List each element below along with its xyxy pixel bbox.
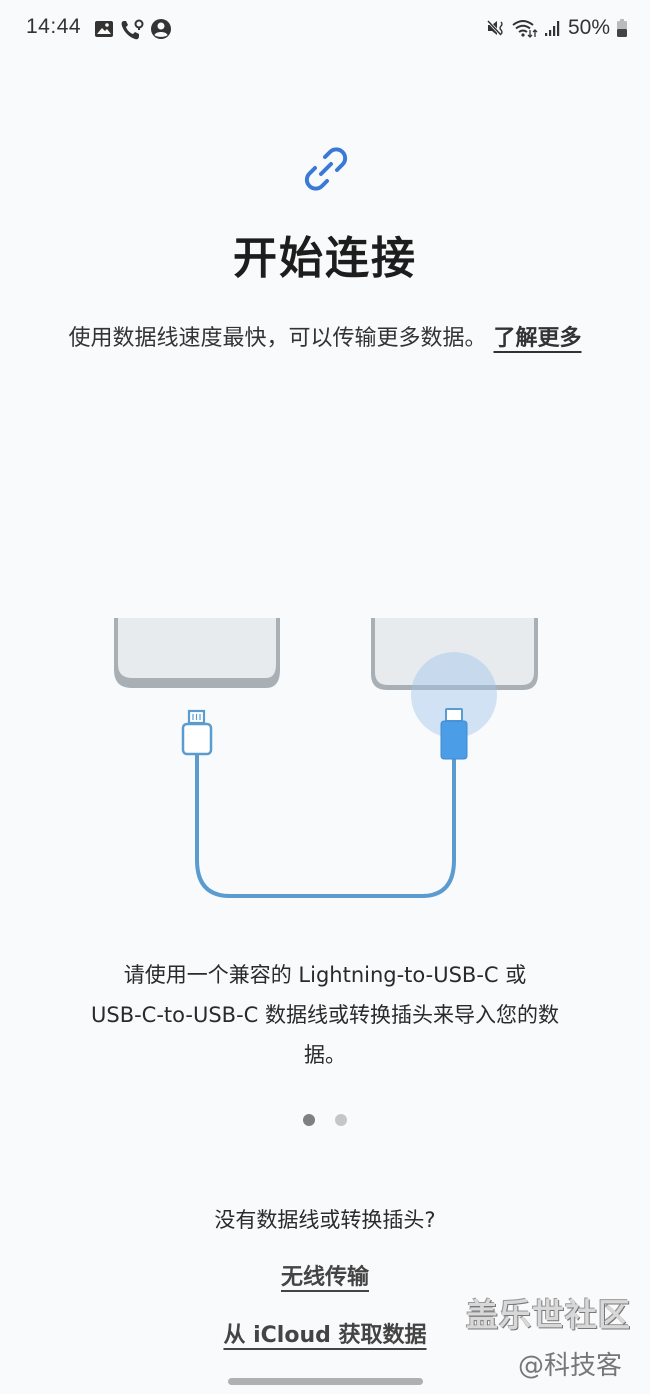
- cable-illustration: [114, 618, 538, 898]
- port-highlight: [411, 652, 497, 738]
- signal-icon: [544, 21, 560, 36]
- page-title: 开始连接: [233, 233, 417, 284]
- page-indicator: [0, 1114, 650, 1126]
- instructions-line-1: 请使用一个兼容的 Lightning-to-USB-C 或: [123, 963, 527, 987]
- status-time: 14:44: [26, 15, 82, 38]
- wireless-transfer-row: 无线传输: [0, 1259, 650, 1291]
- intro-text: 使用数据线速度最快，可以传输更多数据。 了解更多: [60, 318, 590, 359]
- account-icon: [151, 19, 171, 39]
- watermark-community: 盖乐世社区: [466, 1296, 632, 1334]
- status-bar: 14:44: [0, 0, 650, 60]
- intro-description: 使用数据线速度最快，可以传输更多数据。: [68, 326, 487, 351]
- system-icons: 50%: [486, 16, 628, 40]
- watermark-author: @科技客: [518, 1351, 623, 1381]
- notification-icons: [94, 18, 172, 40]
- wifi-data-icon: [512, 20, 538, 38]
- gallery-icon: [95, 21, 113, 37]
- target-phone-graphic: [371, 618, 538, 690]
- usb-c-connector-graphic: [440, 708, 468, 760]
- learn-more-link[interactable]: 了解更多: [493, 326, 582, 351]
- link-icon: [304, 147, 348, 191]
- mute-vibrate-icon: [486, 19, 503, 37]
- cable-wire: [195, 753, 456, 898]
- wifi-calling-icon: [121, 19, 144, 40]
- source-phone-graphic: [114, 618, 280, 688]
- gesture-navigation-handle[interactable]: [228, 1378, 423, 1385]
- battery-percent: 50%: [567, 16, 610, 39]
- battery-icon: [617, 19, 627, 37]
- icloud-row: 从 iCloud 获取数据: [0, 1317, 650, 1349]
- instructions-line-3: 据。: [304, 1043, 346, 1067]
- no-cable-question: 没有数据线或转换插头?: [214, 1208, 436, 1232]
- cable-instructions: 请使用一个兼容的 Lightning-to-USB-C 或 USB-C-to-U…: [60, 955, 590, 1075]
- page-dot-1-active[interactable]: [303, 1114, 315, 1126]
- get-data-from-icloud-link[interactable]: 从 iCloud 获取数据: [223, 1323, 427, 1348]
- lightning-connector-graphic: [181, 709, 213, 756]
- instructions-line-2: USB-C-to-USB-C 数据线或转换插头来导入您的数: [91, 1003, 559, 1027]
- page-dot-2[interactable]: [335, 1114, 347, 1126]
- wireless-transfer-link[interactable]: 无线传输: [280, 1265, 369, 1290]
